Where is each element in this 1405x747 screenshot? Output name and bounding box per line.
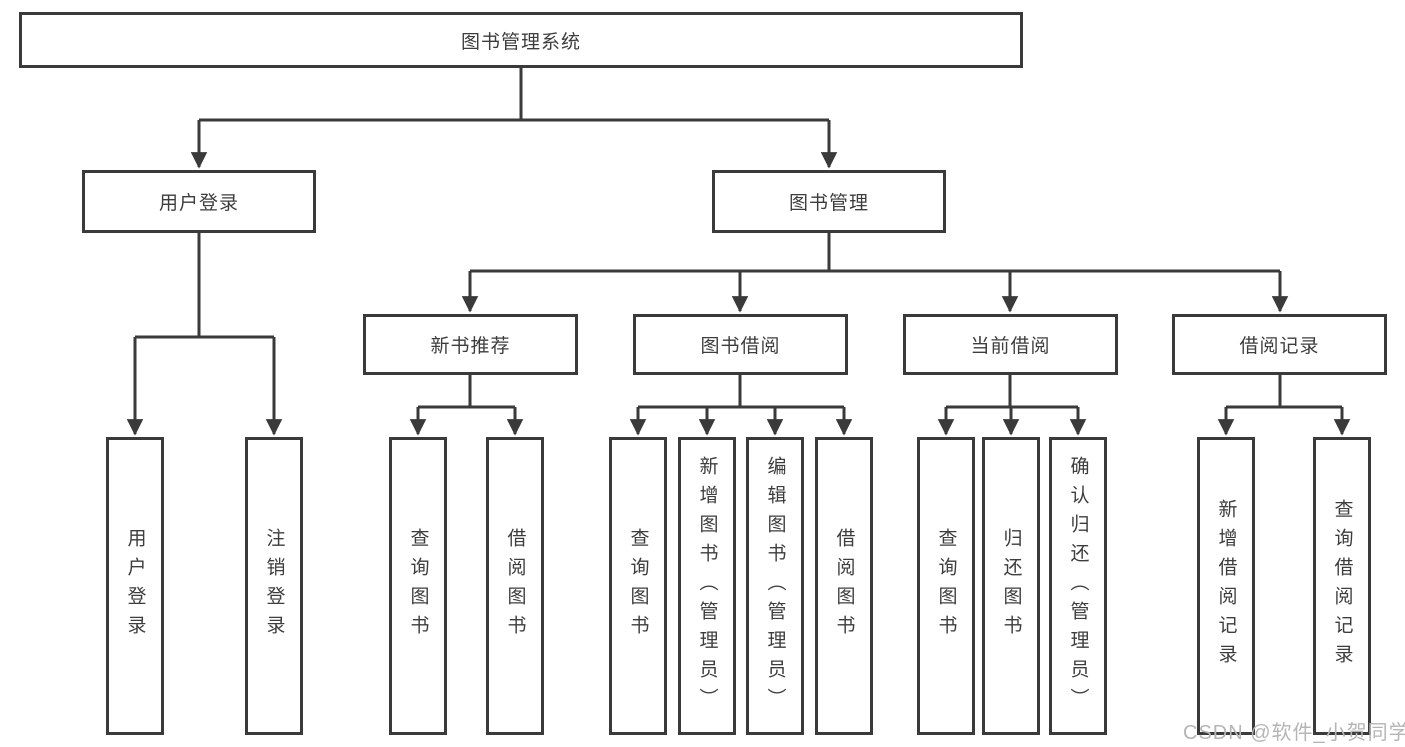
leaf-br-query-book: 查询图书: [609, 437, 667, 735]
leaf-cu-confirm-return-admin: 确认归还（管理员）: [1049, 437, 1107, 735]
leaf-cu-confirm-return-admin-label: 确认归还（管理员）: [1067, 455, 1089, 717]
leaf-user-login: 用户登录: [106, 437, 164, 735]
leaf-cu-query-book: 查询图书: [917, 437, 975, 735]
leaf-cu-query-book-label: 查询图书: [935, 528, 957, 644]
node-book-management: 图书管理: [712, 170, 946, 233]
leaf-re-query-record-label: 查询借阅记录: [1331, 499, 1353, 673]
leaf-logout: 注销登录: [245, 437, 303, 735]
node-book-management-label: 图书管理: [788, 193, 869, 214]
watermark: CSDN @软件_小贺同学: [1183, 722, 1405, 744]
leaf-br-borrow-book-label: 借阅图书: [833, 528, 855, 644]
leaf-br-add-book-admin-label: 新增图书（管理员）: [696, 455, 718, 717]
leaf-nb-borrow-book-label: 借阅图书: [504, 528, 526, 644]
leaf-nb-query-book: 查询图书: [389, 437, 447, 735]
leaf-br-add-book-admin: 新增图书（管理员）: [678, 437, 736, 735]
leaf-nb-query-book-label: 查询图书: [407, 528, 429, 644]
leaf-re-add-record: 新增借阅记录: [1197, 437, 1255, 735]
leaf-user-login-label: 用户登录: [124, 528, 146, 644]
leaf-re-query-record: 查询借阅记录: [1313, 437, 1371, 735]
node-library-system: 图书管理系统: [19, 12, 1023, 68]
leaf-nb-borrow-book: 借阅图书: [486, 437, 544, 735]
node-new-book-recommend-label: 新书推荐: [430, 336, 511, 357]
node-book-borrow-label: 图书借阅: [700, 336, 781, 357]
leaf-cu-return-book-label: 归还图书: [1000, 528, 1022, 644]
leaf-br-query-book-label: 查询图书: [627, 528, 649, 644]
node-borrow-records: 借阅记录: [1172, 314, 1387, 375]
leaf-br-borrow-book: 借阅图书: [815, 437, 873, 735]
node-current-borrow: 当前借阅: [903, 314, 1118, 375]
leaf-br-edit-book-admin-label: 编辑图书（管理员）: [764, 455, 786, 717]
node-book-borrow: 图书借阅: [633, 314, 848, 375]
leaf-br-edit-book-admin: 编辑图书（管理员）: [746, 437, 804, 735]
leaf-logout-label: 注销登录: [263, 528, 285, 644]
node-user-login-label: 用户登录: [158, 193, 239, 214]
node-user-login: 用户登录: [82, 170, 316, 233]
leaf-cu-return-book: 归还图书: [982, 437, 1040, 735]
node-new-book-recommend: 新书推荐: [363, 314, 578, 375]
leaf-re-add-record-label: 新增借阅记录: [1215, 499, 1237, 673]
node-current-borrow-label: 当前借阅: [970, 336, 1051, 357]
node-borrow-records-label: 借阅记录: [1239, 336, 1320, 357]
node-library-system-label: 图书管理系统: [460, 31, 581, 53]
